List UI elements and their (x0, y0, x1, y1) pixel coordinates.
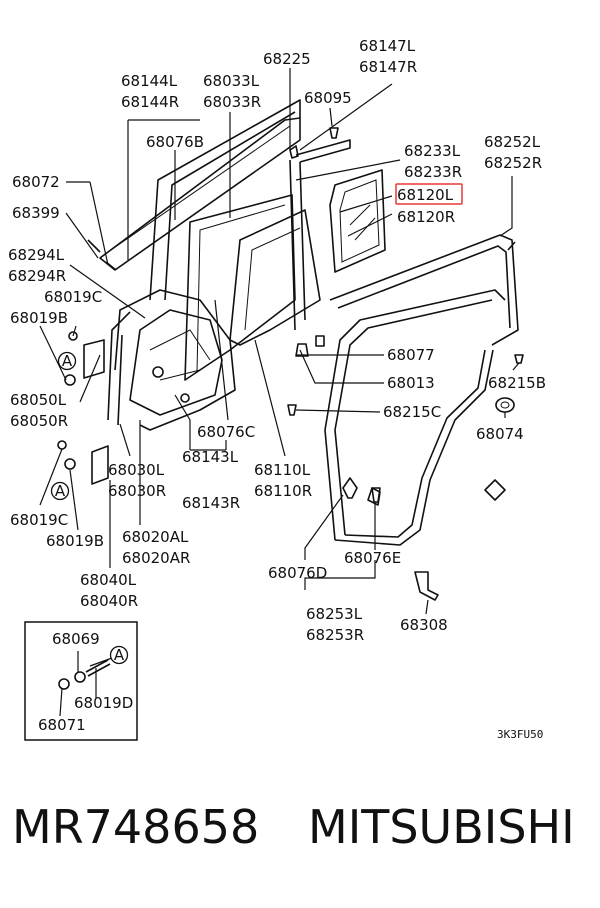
part-number: MR748658 (12, 800, 260, 854)
label-68252L: 68252L (484, 133, 541, 151)
brand-name: MITSUBISHI (308, 800, 575, 854)
label-68020AL: 68020AL (122, 528, 189, 546)
label-68120L: 68120L (397, 186, 454, 204)
label-68050R: 68050R (10, 412, 68, 430)
label-68020AR: 68020AR (122, 549, 190, 567)
label-68033R: 68033R (203, 93, 261, 111)
label-68019B-bot: 68019B (46, 532, 104, 550)
part-labels: 68225 68147L 68147R 68144L 68144R 68033L… (8, 37, 546, 741)
label-68040R: 68040R (80, 592, 138, 610)
callout-a-1: A (57, 351, 77, 371)
label-68147R: 68147R (359, 58, 417, 76)
door-assembly-drawing (57, 99, 524, 601)
label-68050L: 68050L (10, 391, 67, 409)
label-68399: 68399 (12, 204, 60, 222)
label-68076B: 68076B (146, 133, 204, 151)
label-68143L: 68143L (182, 448, 239, 466)
label-68233L: 68233L (404, 142, 461, 160)
label-68074: 68074 (476, 425, 524, 443)
label-68030R: 68030R (108, 482, 166, 500)
label-68144R: 68144R (121, 93, 179, 111)
label-68110R: 68110R (254, 482, 312, 500)
label-68019C-top: 68019C (44, 288, 102, 306)
label-68069: 68069 (52, 630, 100, 648)
label-68215B: 68215B (488, 374, 546, 392)
label-68215C: 68215C (383, 403, 441, 421)
label-68294R: 68294R (8, 267, 66, 285)
label-68077: 68077 (387, 346, 435, 364)
inset-hardware (58, 659, 111, 690)
label-68253R: 68253R (306, 626, 364, 644)
drawing-code: 3K3FU50 (497, 728, 543, 741)
label-68233R: 68233R (404, 163, 462, 181)
detail-inset-box (24, 621, 138, 741)
leader-lines (39, 68, 520, 717)
label-68019B-top: 68019B (10, 309, 68, 327)
parts-diagram: A A A 68225 68147L 68147R 68144L 68144R … (8, 37, 546, 741)
label-68253L: 68253L (306, 605, 363, 623)
svg-text:A: A (55, 482, 66, 500)
label-68076E: 68076E (344, 549, 401, 567)
label-68110L: 68110L (254, 461, 311, 479)
svg-text:A: A (114, 646, 125, 664)
label-68019D: 68019D (74, 694, 133, 712)
label-68095: 68095 (304, 89, 352, 107)
svg-text:A: A (62, 352, 73, 370)
label-68030L: 68030L (108, 461, 165, 479)
label-68252R: 68252R (484, 154, 542, 172)
label-68019C-bot: 68019C (10, 511, 68, 529)
label-68120R: 68120R (397, 208, 455, 226)
footer: MR748658 MITSUBISHI (0, 800, 600, 880)
label-68076C: 68076C (197, 423, 255, 441)
label-68072: 68072 (12, 173, 60, 191)
callout-a-3: A (109, 645, 129, 665)
label-68225: 68225 (263, 50, 311, 68)
label-68144L: 68144L (121, 72, 178, 90)
label-68294L: 68294L (8, 246, 65, 264)
label-68040L: 68040L (80, 571, 137, 589)
highlight-box (395, 183, 463, 205)
callout-a-2: A (50, 481, 70, 501)
label-68013: 68013 (387, 374, 435, 392)
label-68071: 68071 (38, 716, 86, 734)
label-68147L: 68147L (359, 37, 416, 55)
label-68143R: 68143R (182, 494, 240, 512)
label-68076D: 68076D (268, 564, 327, 582)
label-68308: 68308 (400, 616, 448, 634)
label-68033L: 68033L (203, 72, 260, 90)
